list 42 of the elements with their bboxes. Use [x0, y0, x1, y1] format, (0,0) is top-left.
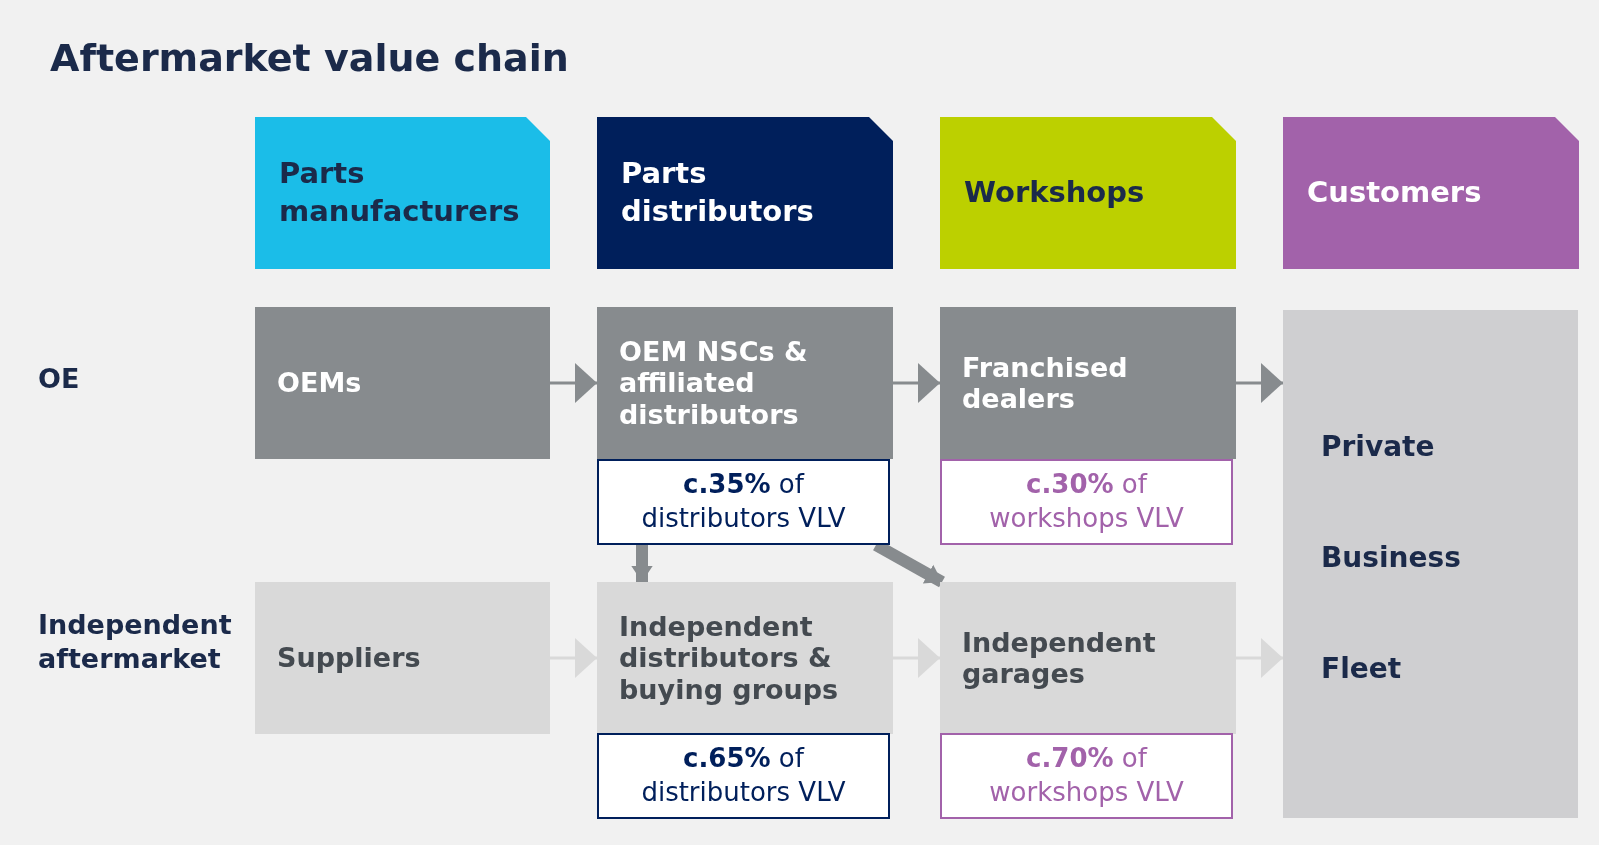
arrow	[631, 545, 653, 582]
arrow	[893, 638, 940, 678]
stage-box	[255, 307, 550, 459]
node-text: Workshops	[964, 174, 1146, 212]
node-text: Customers	[1307, 174, 1483, 212]
customer-panel	[1283, 310, 1578, 818]
node-text: Private	[1321, 430, 1436, 463]
stage-box	[940, 582, 1236, 734]
stage-box	[940, 307, 1236, 459]
node-text: Suppliers	[277, 642, 422, 674]
stage-box	[597, 307, 893, 459]
node-text: c.35% of distributors VLV	[640, 468, 847, 535]
node-text: Franchised dealers	[962, 351, 1129, 415]
diagram-title: Aftermarket value chain	[50, 36, 569, 80]
stage-box	[255, 582, 550, 734]
row-label: Independent aftermarket	[38, 608, 233, 676]
node-text: Fleet	[1321, 652, 1403, 685]
node-text: c.70% of workshops VLV	[988, 742, 1185, 809]
header-box	[255, 117, 550, 269]
node-text: Parts manufacturers	[279, 155, 521, 230]
share-box	[940, 733, 1233, 819]
arrow	[1236, 363, 1283, 403]
node-text: OEMs	[277, 367, 363, 399]
node-text: Business	[1321, 541, 1462, 574]
share-box	[597, 733, 890, 819]
header-box	[1283, 117, 1579, 269]
header-box	[597, 117, 893, 269]
arrow	[893, 363, 940, 403]
node-text: OEM NSCs & affiliated distributors	[619, 336, 809, 430]
arrow	[1236, 638, 1283, 678]
node-text: Independent garages	[962, 626, 1157, 690]
node-text: c.30% of workshops VLV	[988, 468, 1185, 535]
node-text: c.65% of distributors VLV	[640, 742, 847, 809]
node-text: Parts distributors	[621, 155, 815, 230]
stage-box	[597, 582, 893, 734]
row-label: OE	[38, 362, 81, 396]
arrow	[550, 638, 597, 678]
header-box	[940, 117, 1236, 269]
share-box	[940, 459, 1233, 545]
node-text: Independent distributors & buying groups	[619, 611, 840, 705]
share-box	[597, 459, 890, 545]
arrow	[550, 363, 597, 403]
